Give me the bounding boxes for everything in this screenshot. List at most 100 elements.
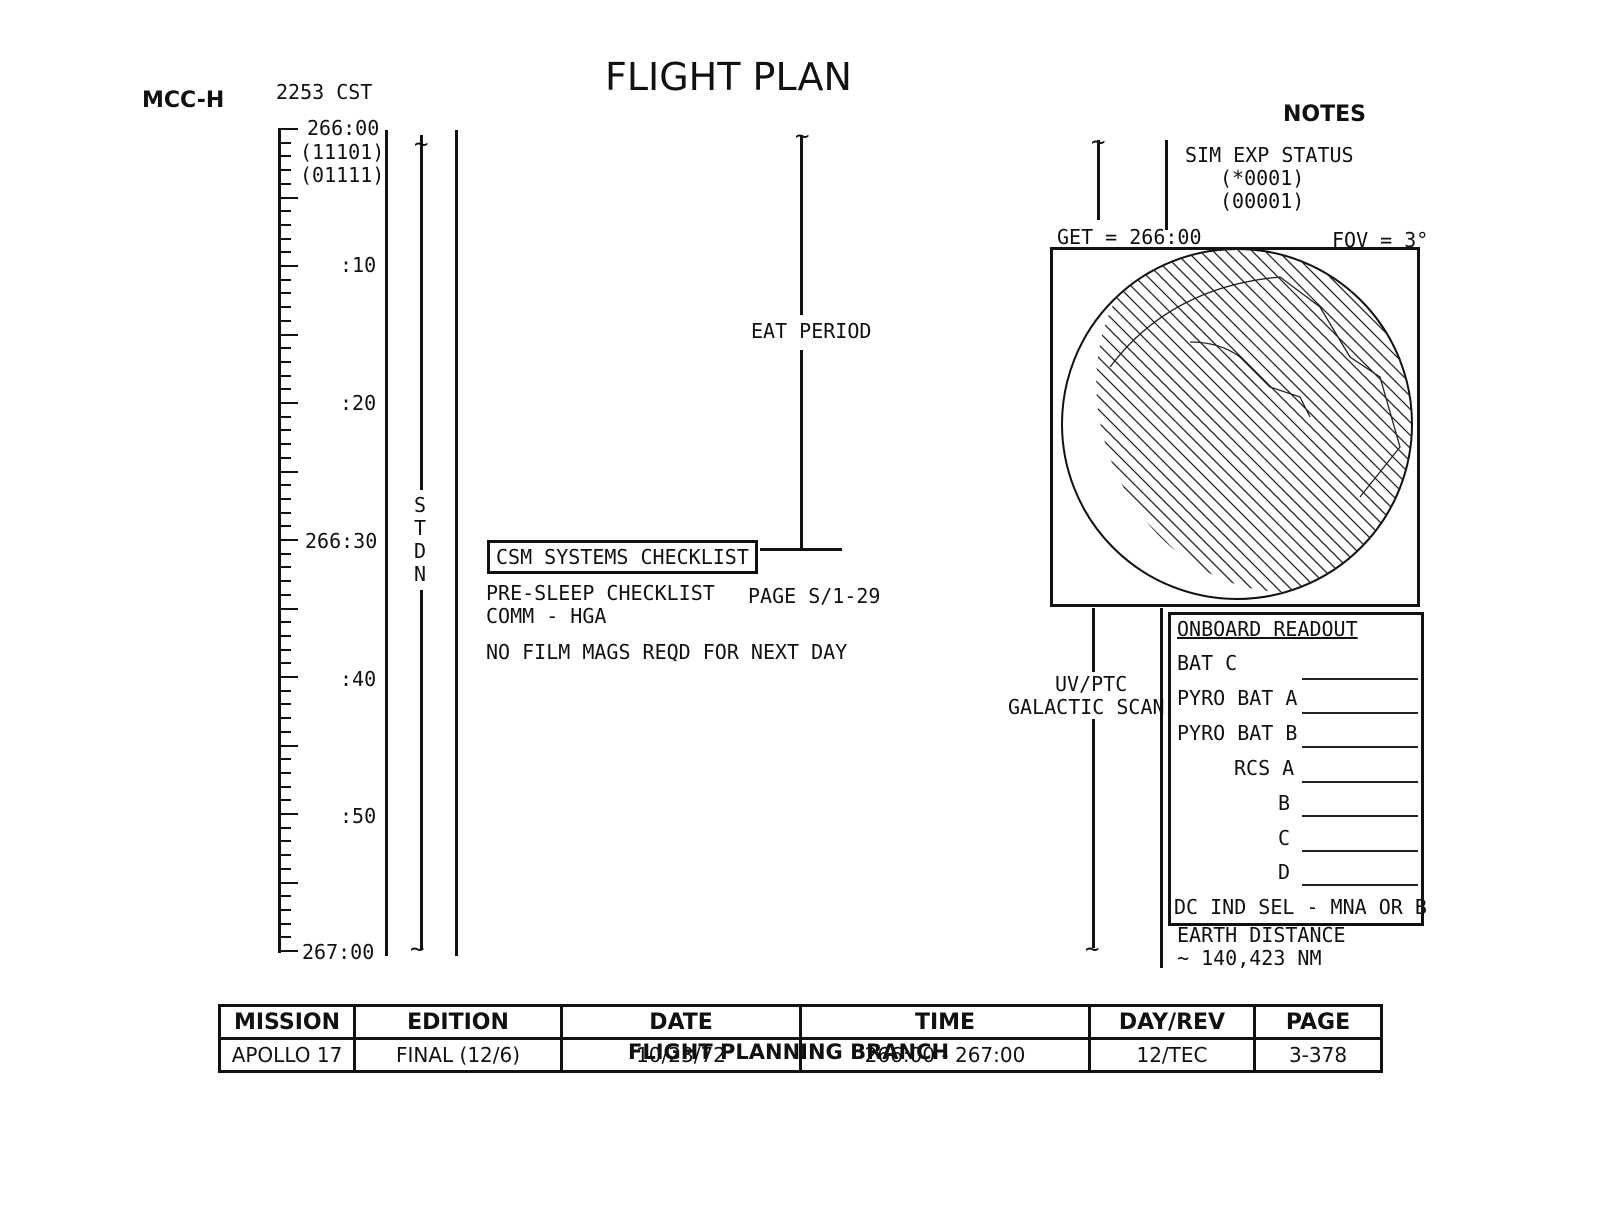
minute-tick xyxy=(278,196,298,199)
minute-tick xyxy=(278,950,298,952)
readout-label: D xyxy=(1278,860,1291,884)
hatch-line xyxy=(1062,249,1141,599)
notes-divider xyxy=(1165,140,1168,230)
earth-view xyxy=(1050,247,1420,607)
page-reference: PAGE S/1-29 xyxy=(748,584,881,608)
minute-tick xyxy=(278,319,291,322)
footer-header: DATE xyxy=(560,1004,802,1040)
hatch-line xyxy=(1208,249,1412,599)
minute-tick xyxy=(278,456,291,459)
minute-tick xyxy=(278,580,291,583)
readout-blank[interactable] xyxy=(1302,815,1418,817)
minute-tick xyxy=(278,402,298,404)
hatch-line xyxy=(1062,249,1102,599)
readout-blank[interactable] xyxy=(1302,850,1418,852)
break-icon: ~ xyxy=(414,130,429,158)
hatch-line xyxy=(1062,249,1245,599)
minute-tick xyxy=(278,634,291,637)
hatch-line xyxy=(1273,249,1412,599)
minute-tick xyxy=(278,799,291,802)
readout-label: PYRO BAT B xyxy=(1177,721,1298,745)
pre-sleep-checklist: PRE-SLEEP CHECKLIST xyxy=(486,581,715,605)
minute-tick xyxy=(278,237,291,240)
minute-tick xyxy=(278,155,291,158)
time-label: :10 xyxy=(340,253,377,277)
hatch-line xyxy=(1062,249,1336,599)
column-divider xyxy=(455,130,458,956)
hatch-line xyxy=(1299,249,1412,599)
minute-tick xyxy=(278,415,291,418)
footer-value: 12/TEC xyxy=(1088,1037,1256,1073)
hatch-line xyxy=(1260,249,1412,599)
minute-tick xyxy=(278,936,291,939)
galactic-scan-label: GALACTIC SCAN xyxy=(1008,695,1165,719)
hatch-line xyxy=(1062,249,1284,599)
onboard-readout-title: ONBOARD READOUT xyxy=(1177,617,1358,641)
stdn-bar xyxy=(420,590,423,950)
hatch-line xyxy=(1062,249,1219,599)
readout-blank[interactable] xyxy=(1302,746,1418,748)
minute-tick xyxy=(278,470,298,473)
minute-tick xyxy=(278,484,291,487)
minute-tick xyxy=(278,758,291,761)
hatch-line xyxy=(1062,249,1167,599)
notes-divider xyxy=(1160,608,1163,968)
csm-checklist-box: CSM SYSTEMS CHECKLIST xyxy=(487,540,758,574)
time-end-label: 267:00 xyxy=(302,940,375,964)
minute-tick xyxy=(278,566,291,569)
minute-tick xyxy=(278,908,291,911)
earth-distance-value: ~ 140,423 NM xyxy=(1177,946,1322,970)
hatch-line xyxy=(1062,249,1193,599)
readout-label: RCS A xyxy=(1234,756,1295,780)
eat-period-end xyxy=(760,548,842,551)
minute-tick xyxy=(278,648,291,651)
footer-header: EDITION xyxy=(353,1004,563,1040)
hatch-line xyxy=(1062,249,1297,599)
stdn-letter: N xyxy=(414,562,427,586)
minute-tick xyxy=(278,333,298,336)
hatch-line xyxy=(1286,249,1412,599)
hatch-line xyxy=(1062,249,1375,599)
readout-label: B xyxy=(1278,791,1291,815)
readout-blank[interactable] xyxy=(1302,712,1418,714)
readout-blank[interactable] xyxy=(1302,781,1418,783)
minute-tick xyxy=(278,306,291,309)
uv-ptc-label: UV/PTC xyxy=(1055,672,1128,696)
eat-period-bar xyxy=(800,350,803,550)
time-start-label: 266:00 xyxy=(307,116,380,140)
minute-tick xyxy=(278,813,298,815)
minute-tick xyxy=(278,265,298,267)
readout-blank[interactable] xyxy=(1302,678,1418,680)
hatch-line xyxy=(1338,249,1412,599)
time-label: :50 xyxy=(340,804,377,828)
hatch-line xyxy=(1377,249,1412,599)
hatch-line xyxy=(1247,249,1412,599)
minute-tick xyxy=(278,169,291,172)
stdn-letter: T xyxy=(414,516,427,540)
cst-time: 2253 CST xyxy=(276,80,373,104)
footer-header: MISSION xyxy=(218,1004,356,1040)
minute-tick xyxy=(278,525,291,528)
footer-header: PAGE xyxy=(1253,1004,1383,1040)
footer-value: 3-378 xyxy=(1253,1037,1383,1073)
sim-exp-status: SIM EXP STATUS xyxy=(1185,143,1354,167)
hatch-line xyxy=(1130,249,1412,599)
hatch-line xyxy=(1156,249,1412,599)
minute-tick xyxy=(278,511,291,514)
minute-tick xyxy=(278,730,291,733)
readout-blank[interactable] xyxy=(1302,884,1418,886)
footer-table: MISSION EDITION DATE TIME DAY/REV PAGE A… xyxy=(218,1004,1383,1073)
night-hatching xyxy=(1062,249,1412,599)
hatch-line xyxy=(1062,249,1089,599)
hatch-line xyxy=(1062,249,1349,599)
minute-tick xyxy=(278,360,291,363)
footer-header: DAY/REV xyxy=(1088,1004,1256,1040)
stdn-bar xyxy=(420,135,423,490)
minute-tick xyxy=(278,251,291,254)
hatch-line xyxy=(1143,249,1412,599)
break-icon: ~ xyxy=(410,935,425,963)
branch-label: FLIGHT PLANNING BRANCH xyxy=(628,1040,950,1064)
time-code: (01111) xyxy=(300,163,385,187)
readout-label: PYRO BAT A xyxy=(1177,686,1298,710)
hatch-line xyxy=(1062,249,1323,599)
